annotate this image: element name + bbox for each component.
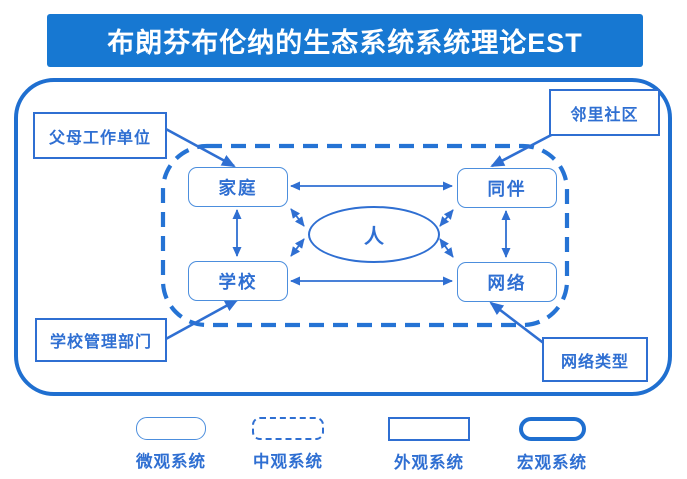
legend-swatch-macro (518, 417, 586, 441)
legend-item-macro: 宏观系统 (507, 417, 597, 473)
legend-swatch-exo (388, 417, 470, 441)
label-neighborhood: 邻里社区 (549, 89, 660, 136)
legend-label-macro: 宏观系统 (517, 454, 587, 472)
node-network: 网络 (457, 262, 557, 302)
node-family: 家庭 (188, 167, 288, 207)
legend-label-micro: 微观系统 (136, 453, 206, 471)
legend-label-exo: 外观系统 (394, 454, 464, 472)
legend-item-meso: 中观系统 (243, 417, 333, 472)
legend-item-micro: 微观系统 (126, 417, 216, 472)
page-title: 布朗芬布伦纳的生态系统系统理论EST (47, 14, 643, 67)
label-school-admin: 学校管理部门 (35, 318, 167, 362)
legend-swatch-meso (252, 417, 324, 440)
node-school: 学校 (188, 261, 288, 301)
node-peers: 同伴 (457, 168, 557, 208)
legend-swatch-micro (136, 417, 206, 440)
label-parents-workplace: 父母工作单位 (33, 112, 167, 159)
macro-system-border (14, 78, 672, 396)
legend-item-exo: 外观系统 (384, 417, 474, 473)
node-person-ellipse: 人 (308, 206, 440, 263)
legend-label-meso: 中观系统 (253, 453, 323, 471)
label-network-type: 网络类型 (542, 337, 648, 382)
